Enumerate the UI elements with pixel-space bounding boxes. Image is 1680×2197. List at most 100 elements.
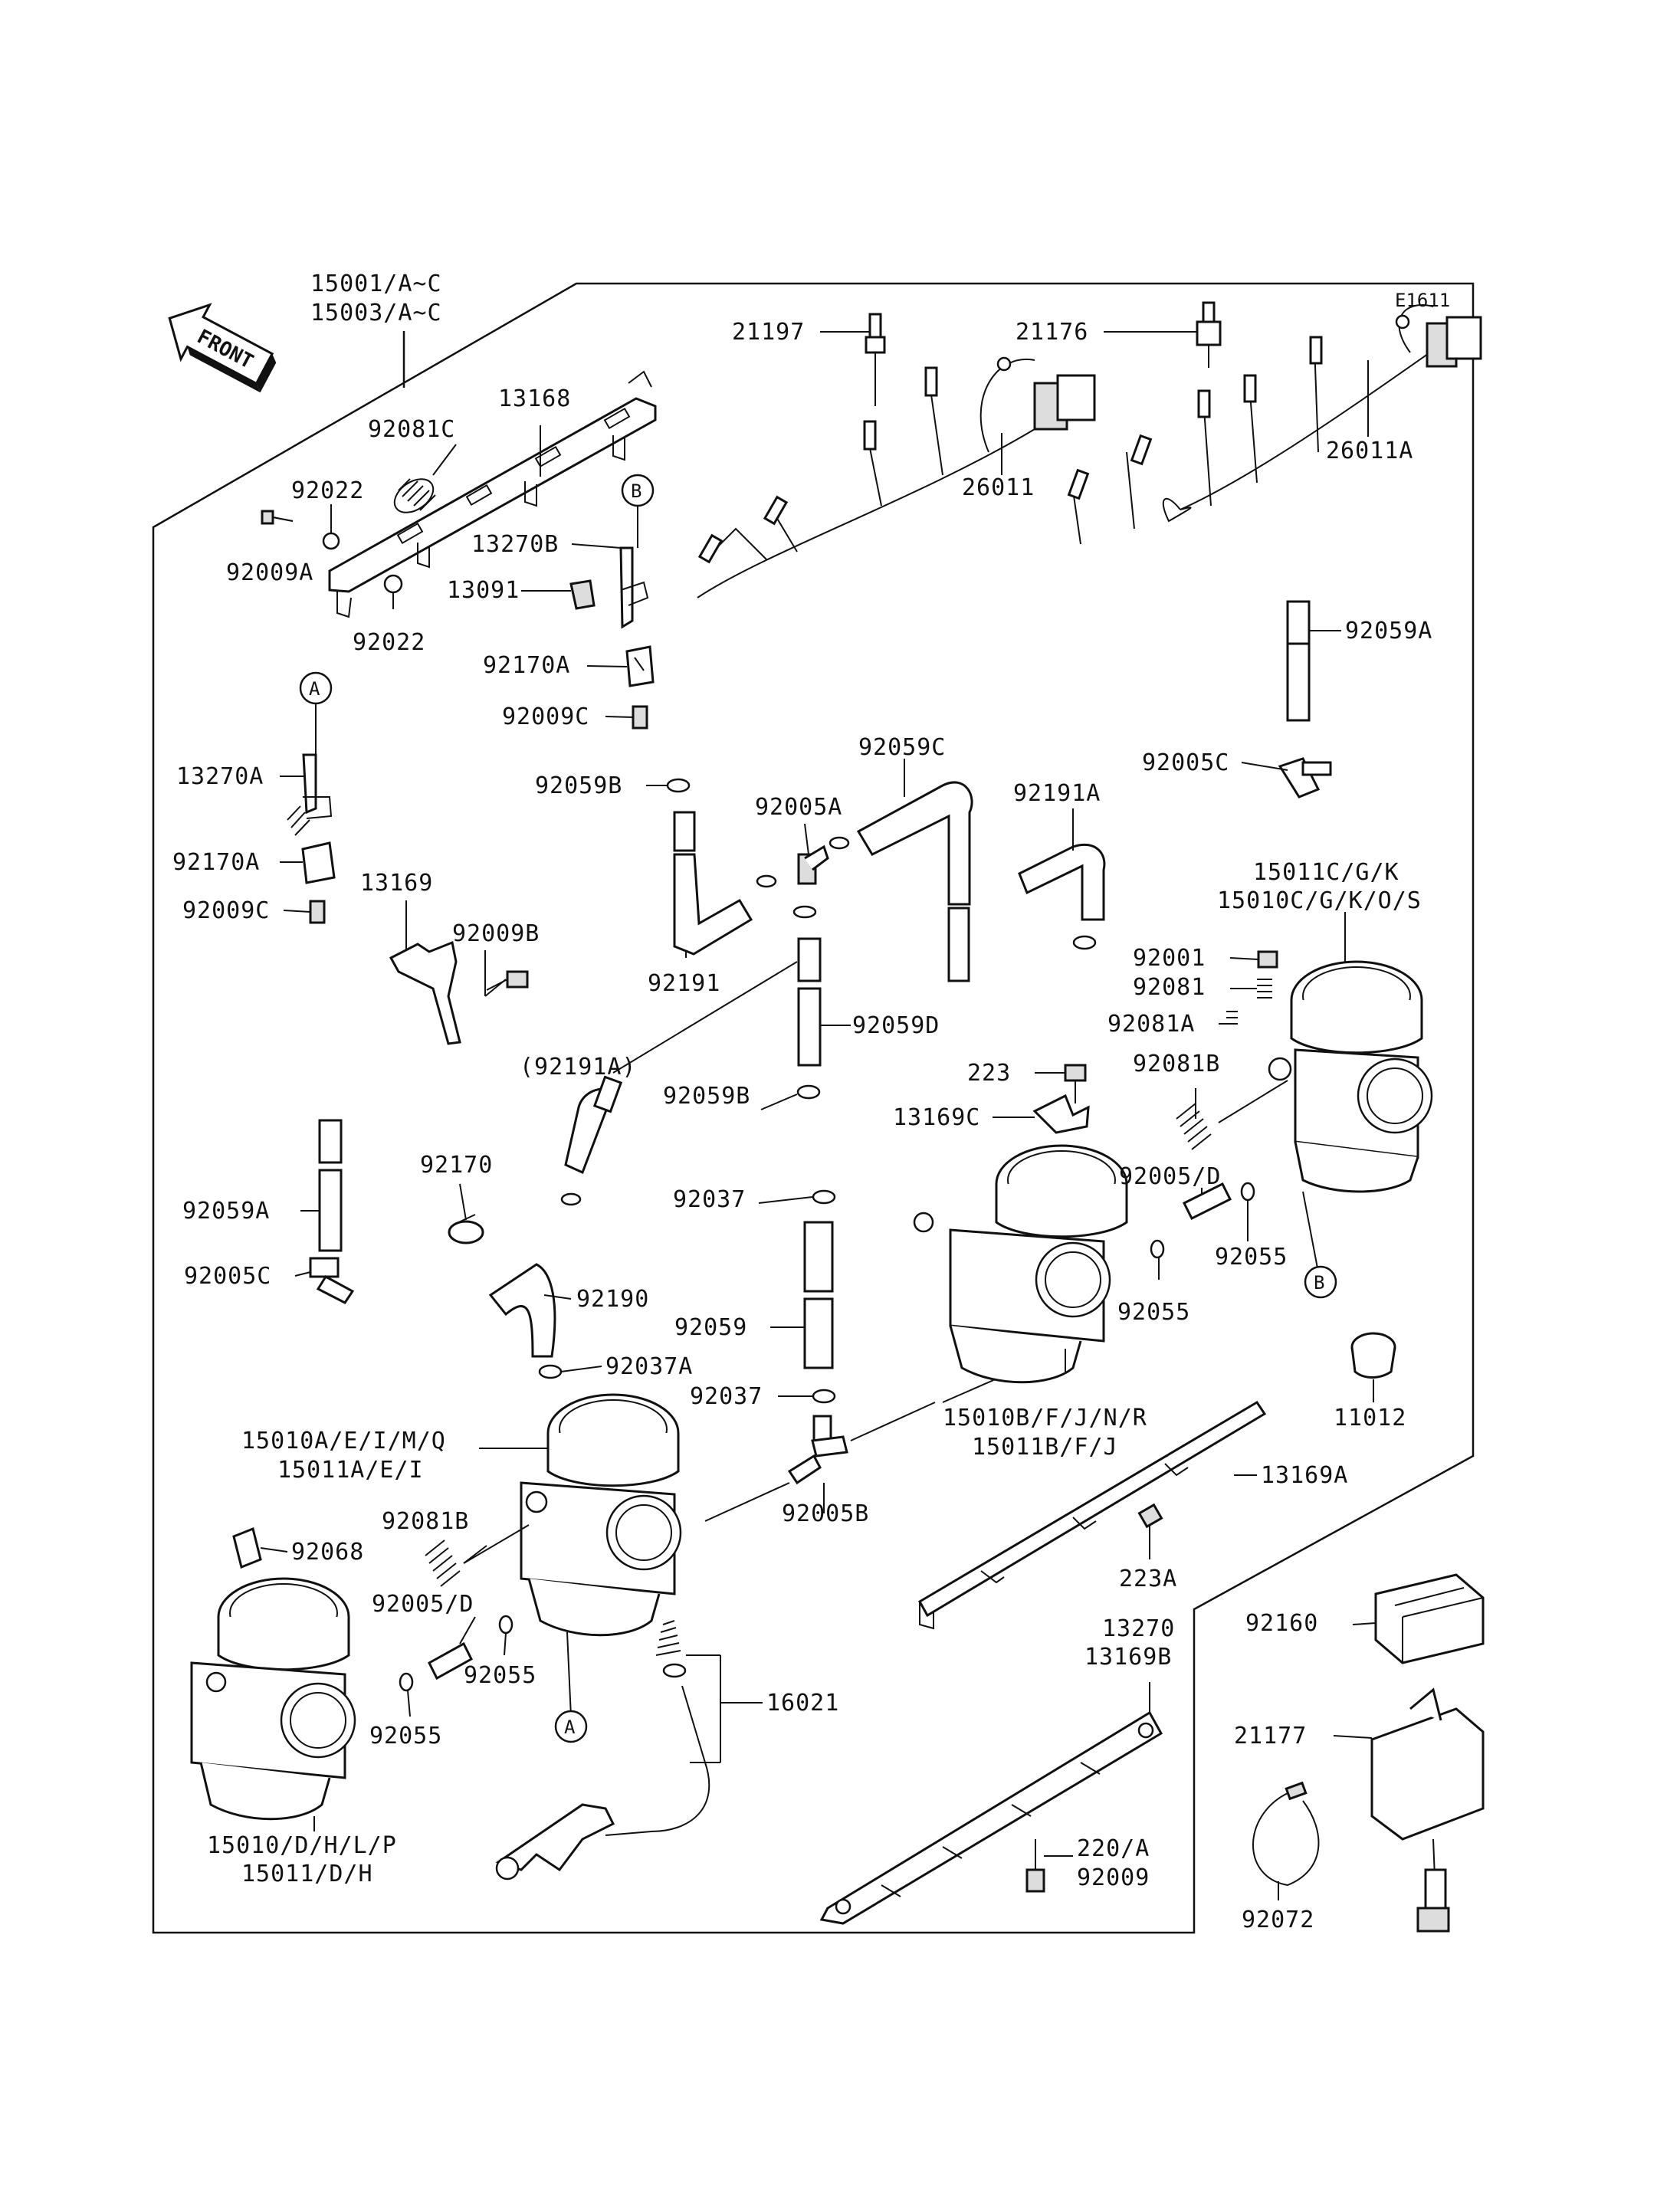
clamp-92037-b	[812, 1389, 836, 1404]
label-13168: 13168	[498, 385, 571, 412]
label-92055-4: 92055	[369, 1723, 442, 1749]
jet-92005D-b	[428, 1641, 473, 1681]
hose-92191A-guide	[612, 961, 798, 1074]
svg-text:A: A	[564, 1717, 576, 1738]
fitting-92005B	[704, 1402, 936, 1522]
label-92068: 92068	[291, 1539, 364, 1566]
label-92170A-1: 92170A	[483, 652, 570, 679]
box-92160	[1374, 1573, 1485, 1664]
washer-92022-a	[322, 532, 340, 550]
spring-92081C	[393, 478, 436, 513]
tube-92059C-lower	[947, 907, 970, 982]
harness-26011	[697, 356, 1096, 598]
label-15010BFJNR: 15010B/F/J/N/R	[943, 1405, 1147, 1431]
ref-circle-a-bottom: A	[554, 1710, 588, 1743]
label-92001: 92001	[1133, 945, 1206, 972]
spring-92081B-b	[425, 1524, 530, 1587]
screw-92001	[1257, 950, 1278, 969]
clamp-92037A	[538, 1364, 563, 1379]
label-92005D-2: 92005/D	[372, 1591, 474, 1618]
ref-circle-b-right: B	[1304, 1265, 1337, 1299]
label-15003: 15003/A~C	[310, 300, 442, 326]
label-13169B: 13169B	[1084, 1644, 1172, 1671]
label-11012: 11012	[1334, 1405, 1406, 1431]
clamp-92170	[448, 1214, 484, 1244]
label-92191A-paren: (92191A)	[520, 1054, 637, 1080]
svg-text:A: A	[309, 678, 320, 700]
label-92009B: 92009B	[452, 920, 540, 947]
screw-92009B	[486, 970, 529, 991]
cable-16021	[495, 1620, 710, 1881]
label-13270B: 13270B	[471, 531, 559, 558]
screw-223	[1064, 1064, 1087, 1103]
label-223A: 223A	[1119, 1566, 1177, 1592]
spring-92081	[1257, 979, 1272, 998]
svg-text:B: B	[1314, 1272, 1324, 1294]
rail-13169B	[819, 1710, 1163, 1925]
label-92191: 92191	[648, 970, 720, 997]
diagram-code: E1611	[1395, 290, 1450, 311]
clamp-92037-a	[812, 1189, 836, 1205]
label-15001: 15001/A~C	[310, 271, 442, 297]
spring-92081B-a	[1176, 1080, 1288, 1150]
label-92059D: 92059D	[852, 1012, 940, 1039]
label-92081: 92081	[1133, 974, 1206, 1001]
label-13169A: 13169A	[1261, 1462, 1348, 1489]
carburetor-lower-center	[520, 1393, 682, 1637]
label-92059: 92059	[674, 1314, 747, 1341]
label-13270: 13270	[1102, 1615, 1175, 1642]
cable-bracket-92170A-a	[301, 841, 336, 884]
label-92059A-2: 92059A	[182, 1198, 270, 1225]
tube-92059D	[797, 937, 822, 1067]
carburetor-left	[190, 1577, 356, 1821]
label-13169C: 13169C	[893, 1104, 980, 1131]
label-92022-b: 92022	[353, 629, 425, 656]
svg-text:B: B	[631, 480, 641, 502]
label-92005C-1: 92005C	[1142, 749, 1229, 776]
clamp-92191A	[1072, 935, 1097, 950]
oring-92055-a	[1240, 1182, 1255, 1202]
hose-92191A	[1018, 843, 1106, 921]
label-220A: 220/A	[1077, 1835, 1150, 1862]
label-26011: 26011	[962, 474, 1035, 501]
label-13169: 13169	[360, 870, 433, 897]
unit-21177	[1370, 1687, 1485, 1933]
leader-lines	[260, 331, 1376, 1900]
jet-92005D-a	[1182, 1182, 1232, 1221]
carburetor-right	[1268, 960, 1433, 1193]
label-92009: 92009	[1077, 1864, 1150, 1891]
label-92009A: 92009A	[226, 559, 313, 586]
assembly-frame	[152, 282, 1475, 1934]
label-15010AEIMQ: 15010A/E/I/M/Q	[241, 1428, 446, 1454]
hose-92191A-paren	[564, 1075, 623, 1175]
tube-92068	[232, 1526, 262, 1569]
clamp-92005A-b	[792, 905, 817, 919]
carburetor-center	[913, 1144, 1128, 1384]
cap-11012	[1350, 1332, 1396, 1379]
label-92160: 92160	[1245, 1610, 1318, 1637]
oring-92055-c	[498, 1615, 514, 1635]
tube-92059A-a	[1286, 600, 1311, 722]
sensor-21176	[1196, 301, 1222, 368]
label-15010CGKOS: 15010C/G/K/O/S	[1217, 887, 1422, 914]
label-92081B-2: 92081B	[382, 1508, 469, 1535]
label-92005A: 92005A	[755, 794, 842, 821]
bracket-13270B	[619, 546, 649, 629]
label-92005B: 92005B	[782, 1500, 869, 1527]
label-16021: 16021	[766, 1690, 839, 1717]
label-92059A-1: 92059A	[1345, 618, 1432, 644]
screw-92009A	[261, 510, 294, 525]
label-92059B-2: 92059B	[663, 1083, 750, 1110]
clamp-92191A-lower	[560, 1192, 582, 1206]
label-13091: 13091	[447, 577, 520, 604]
label-92009C-2: 92009C	[182, 897, 270, 924]
label-92055-1: 92055	[1215, 1244, 1288, 1271]
label-92005D-1: 92005/D	[1119, 1163, 1221, 1190]
bracket-13270A	[287, 753, 333, 836]
throttle-linkage-plate	[328, 370, 657, 618]
label-92055-2: 92055	[1117, 1299, 1190, 1326]
label-21197: 21197	[732, 319, 805, 346]
front-arrow-icon: FRONT	[168, 303, 277, 393]
oring-92055-b	[1150, 1239, 1165, 1259]
